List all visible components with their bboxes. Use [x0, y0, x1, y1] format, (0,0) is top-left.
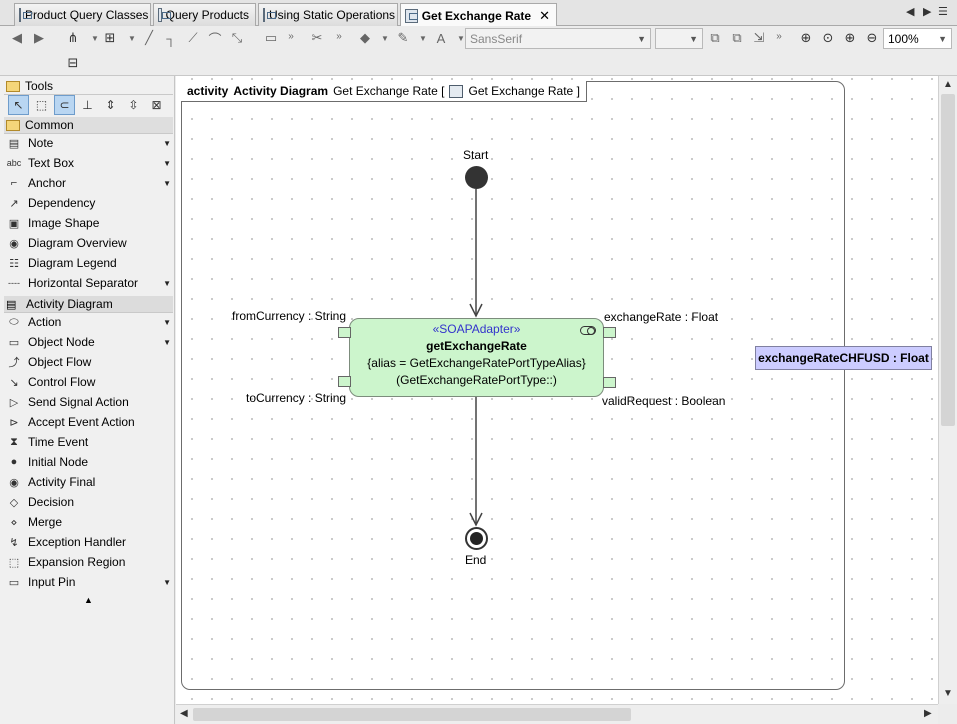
action-node[interactable]: «SOAPAdapter» getExchangeRate {alias = G… — [349, 318, 604, 397]
output-pin[interactable] — [603, 327, 616, 338]
start-label: Start — [463, 148, 488, 162]
activity-final-node[interactable] — [465, 527, 488, 550]
object-node-label: exchangeRateCHFUSD : Float — [758, 351, 929, 365]
vertical-scrollbar[interactable]: ▲ ▼ — [938, 76, 957, 704]
action-alias: {alias = GetExchangeRatePortTypeAlias} — [350, 356, 603, 370]
pin-label-from-currency: fromCurrency : String — [232, 309, 346, 323]
output-pin[interactable] — [603, 377, 616, 388]
call-behavior-rake-icon — [580, 326, 596, 335]
action-name: getExchangeRate — [350, 339, 603, 353]
pin-label-exchange-rate: exchangeRate : Float — [604, 310, 718, 324]
action-stereotype: «SOAPAdapter» — [350, 322, 603, 336]
object-node[interactable]: exchangeRateCHFUSD : Float — [755, 346, 932, 370]
input-pin[interactable] — [338, 327, 351, 338]
action-owner: (GetExchangeRatePortType::) — [350, 373, 603, 387]
scroll-up-icon[interactable]: ▲ — [943, 79, 953, 90]
end-label: End — [465, 553, 486, 567]
pin-label-valid-request: validRequest : Boolean — [602, 394, 725, 408]
pin-label-to-currency: toCurrency : String — [246, 391, 346, 405]
scroll-down-icon[interactable]: ▼ — [943, 688, 953, 699]
vertical-scroll-thumb[interactable] — [941, 94, 955, 426]
scroll-left-icon[interactable]: ◀ — [180, 708, 188, 719]
input-pin[interactable] — [338, 376, 351, 387]
scroll-right-icon[interactable]: ▶ — [924, 708, 932, 719]
horizontal-scroll-thumb[interactable] — [193, 708, 631, 721]
horizontal-scrollbar[interactable]: ◀ ▶ — [176, 704, 938, 724]
initial-node[interactable] — [465, 166, 488, 189]
